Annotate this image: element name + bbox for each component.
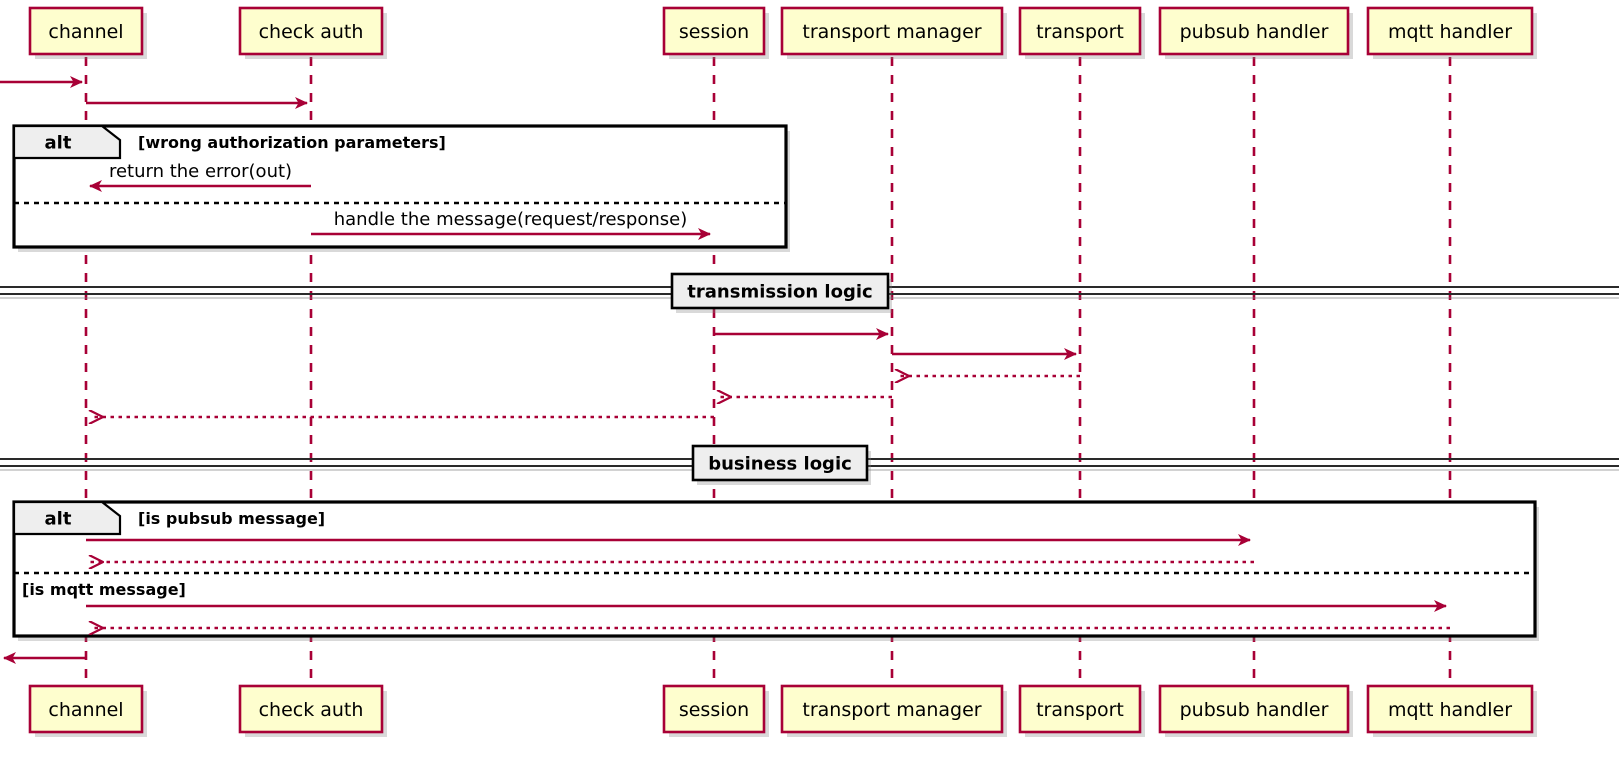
participant-channel-top[interactable]: channel <box>28 6 147 59</box>
participant-pubsub-handler-bottom[interactable]: pubsub handler <box>1158 684 1353 737</box>
participant-check-auth-bottom[interactable]: check auth <box>238 684 387 737</box>
participant-box[interactable] <box>780 6 1004 56</box>
participant-box[interactable] <box>1366 684 1534 734</box>
participant-box[interactable] <box>28 684 144 734</box>
participant-label: session <box>679 21 749 43</box>
participant-transport-manager-top[interactable]: transport manager <box>780 6 1007 59</box>
participant-pubsub-handler-top[interactable]: pubsub handler <box>1158 6 1353 59</box>
participant-box[interactable] <box>1366 6 1534 56</box>
participant-transport-bottom[interactable]: transport <box>1018 684 1145 737</box>
fragment-operator-tab <box>12 500 122 536</box>
participants-layer: channel channel check auth check auth sessio… <box>28 6 1537 737</box>
participant-box[interactable] <box>1018 684 1142 734</box>
divider-div-transmission: transmission logic <box>0 272 1619 313</box>
participant-label: mqtt handler <box>1388 21 1512 43</box>
participant-box[interactable] <box>662 684 766 734</box>
participant-session-top[interactable]: session <box>662 6 769 59</box>
divider-label: business logic <box>708 454 852 475</box>
divider-box <box>670 272 890 310</box>
participant-check-auth-top[interactable]: check auth <box>238 6 387 59</box>
fragments-layer: alt [wrong authorization parameters] alt [i… <box>12 124 1539 641</box>
message-m3: return the error(out) <box>89 161 311 192</box>
participant-box[interactable] <box>1158 684 1350 734</box>
participant-box[interactable] <box>662 6 766 56</box>
participant-label: check auth <box>259 699 364 721</box>
fragment-operator-label: alt <box>45 133 72 154</box>
fragment-operator-label: alt <box>45 509 72 530</box>
fragment-border <box>12 500 1537 638</box>
participant-label: pubsub handler <box>1180 699 1329 721</box>
participant-label: channel <box>48 699 123 721</box>
participant-label: transport <box>1036 699 1124 721</box>
participant-label: pubsub handler <box>1180 21 1329 43</box>
participant-label: transport manager <box>802 699 981 721</box>
dividers-layer: transmission logic business logic <box>0 272 1619 485</box>
fragment-guard-label: [is mqtt message] <box>22 580 186 599</box>
participant-label: channel <box>48 21 123 43</box>
participant-box[interactable] <box>780 684 1004 734</box>
message-m4: handle the message(request/response) <box>311 209 711 240</box>
participant-box[interactable] <box>28 6 144 56</box>
participant-label: check auth <box>259 21 364 43</box>
divider-label: transmission logic <box>687 282 872 303</box>
participant-label: transport <box>1036 21 1124 43</box>
message-label: handle the message(request/response) <box>334 209 688 230</box>
fragment-operator-tab <box>12 124 122 160</box>
participant-box[interactable] <box>238 684 384 734</box>
participant-label: mqtt handler <box>1388 699 1512 721</box>
participant-mqtt-handler-bottom[interactable]: mqtt handler <box>1366 684 1537 737</box>
participant-label: transport manager <box>802 21 981 43</box>
participant-box[interactable] <box>1158 6 1350 56</box>
fragment-border <box>12 124 788 249</box>
participant-box[interactable] <box>238 6 384 56</box>
divider-div-business: business logic <box>0 444 1619 485</box>
messages-layer: return the error(out) handle the message(… <box>0 76 1450 664</box>
participant-box[interactable] <box>1018 6 1142 56</box>
divider-box <box>691 444 869 482</box>
message-label: return the error(out) <box>109 161 292 182</box>
fragment-alt-business: alt [is pubsub message] [is mqtt message] <box>12 500 1539 641</box>
participant-transport-manager-bottom[interactable]: transport manager <box>780 684 1007 737</box>
participant-label: session <box>679 699 749 721</box>
participant-transport-top[interactable]: transport <box>1018 6 1145 59</box>
participant-channel-bottom[interactable]: channel <box>28 684 147 737</box>
participant-session-bottom[interactable]: session <box>662 684 769 737</box>
fragment-guard-label: [wrong authorization parameters] <box>138 133 446 152</box>
participant-mqtt-handler-top[interactable]: mqtt handler <box>1366 6 1537 59</box>
fragment-guard-label: [is pubsub message] <box>138 509 325 528</box>
fragment-alt-auth: alt [wrong authorization parameters] <box>12 124 790 252</box>
